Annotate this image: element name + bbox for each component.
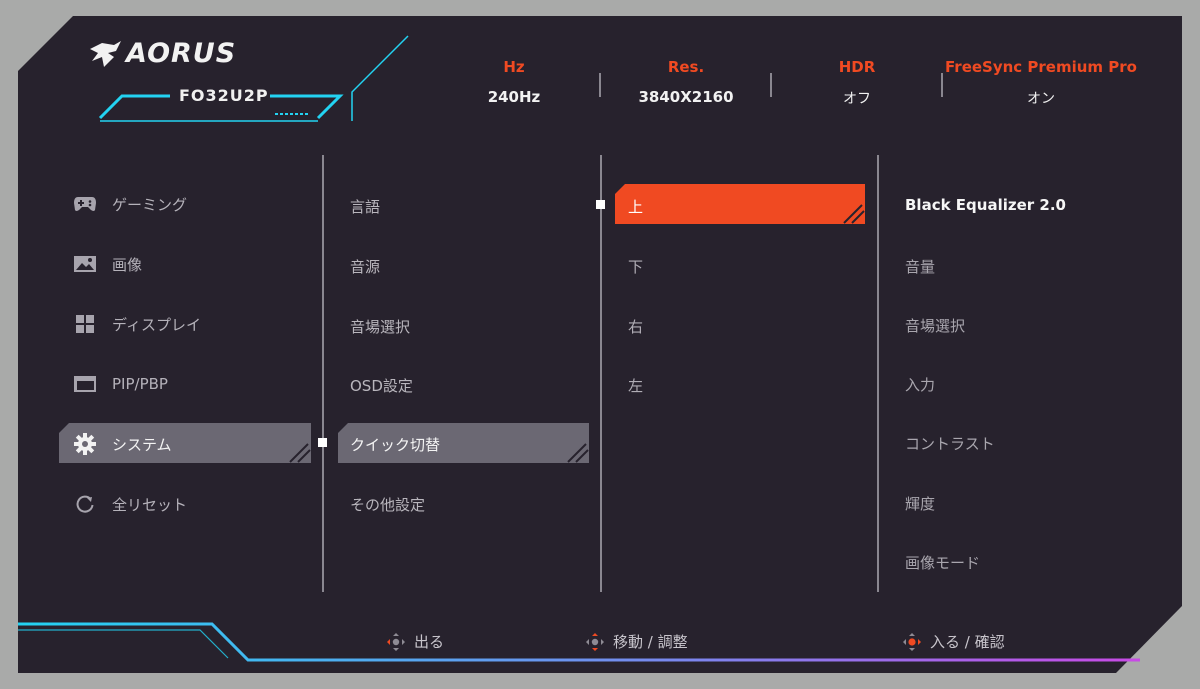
submenu-item-quick-switch[interactable]: クイック切替	[350, 436, 441, 454]
function-item-input[interactable]: 入力	[905, 376, 936, 394]
stat-value: 240Hz	[487, 88, 541, 106]
resolution-stat: Res. 3840X2160	[626, 58, 746, 106]
submenu-item-other-settings[interactable]: その他設定	[350, 496, 426, 514]
submenu-item-audio-source[interactable]: 音源	[350, 258, 381, 276]
menu-item-label: ディスプレイ	[112, 315, 201, 334]
function-item-sound-field[interactable]: 音場選択	[905, 317, 966, 335]
gear-icon	[72, 433, 98, 455]
footer-exit-label: 出る	[414, 633, 445, 651]
function-item-brightness[interactable]: 輝度	[905, 495, 936, 513]
column-divider	[322, 155, 324, 592]
function-item-contrast[interactable]: コントラスト	[905, 435, 995, 453]
refresh-rate-stat: Hz 240Hz	[464, 58, 564, 106]
selection-corner-mark	[567, 443, 589, 463]
menu-item-system[interactable]: システム	[72, 424, 172, 464]
main-menu-selection-bar	[59, 423, 311, 463]
stat-label: Hz	[503, 58, 525, 76]
function-item-volume[interactable]: 音量	[905, 258, 936, 276]
column-divider	[600, 155, 602, 592]
hdr-stat: HDR オフ	[817, 58, 897, 108]
aorus-logo: AORUS	[88, 38, 236, 69]
submenu-item-sound-field[interactable]: 音場選択	[350, 318, 411, 336]
eagle-icon	[90, 40, 121, 67]
direction-pointer-dot	[596, 200, 605, 209]
footer-move-hint: 移動 / 調整	[585, 631, 688, 652]
stat-value: 3840X2160	[638, 88, 734, 106]
stat-label: Res.	[667, 58, 705, 76]
reset-icon	[72, 493, 98, 515]
direction-selection-bar	[615, 184, 865, 224]
menu-item-label: システム	[112, 435, 172, 454]
function-item-picture-mode[interactable]: 画像モード	[905, 554, 981, 572]
submenu-item-osd-settings[interactable]: OSD設定	[350, 377, 413, 395]
menu-item-label: 全リセット	[112, 495, 188, 514]
footer-enter-label: 入る / 確認	[930, 633, 1005, 651]
display-grid-icon	[72, 313, 98, 335]
menu-item-gaming[interactable]: ゲーミング	[72, 184, 187, 224]
menu-item-label: PIP/PBP	[112, 375, 168, 393]
footer-enter-hint: 入る / 確認	[902, 631, 1005, 652]
logo-text: AORUS	[126, 38, 237, 69]
footer-exit-hint: 出る	[386, 631, 444, 652]
submenu-item-language[interactable]: 言語	[350, 198, 381, 216]
menu-item-label: 画像	[112, 255, 143, 274]
selection-corner-mark	[289, 443, 311, 463]
dpad-right-icon	[903, 632, 921, 651]
direction-item-up[interactable]: 上	[628, 198, 644, 216]
function-item-black-equalizer[interactable]: Black Equalizer 2.0	[905, 196, 1066, 214]
selection-corner-mark	[843, 204, 865, 224]
sub-menu-selection-bar	[338, 423, 589, 463]
freesync-stat: FreeSync Premium Pro オン	[941, 58, 1141, 108]
menu-item-label: ゲーミング	[112, 195, 188, 214]
footer-move-label: 移動 / 調整	[613, 633, 688, 651]
dpad-updown-icon	[586, 632, 604, 651]
pip-icon	[72, 373, 98, 395]
direction-item-left[interactable]: 左	[628, 377, 644, 395]
stat-value: オン	[1027, 91, 1055, 107]
dpad-left-icon	[387, 632, 405, 651]
stat-label: FreeSync Premium Pro	[945, 58, 1137, 76]
stat-label: HDR	[838, 58, 876, 76]
submenu-pointer-dot	[318, 438, 327, 447]
column-divider	[877, 155, 879, 592]
stat-value: オフ	[843, 91, 871, 107]
menu-item-display[interactable]: ディスプレイ	[72, 304, 201, 344]
menu-item-picture[interactable]: 画像	[72, 244, 142, 284]
direction-item-down[interactable]: 下	[628, 258, 644, 276]
menu-item-reset-all[interactable]: 全リセット	[72, 484, 187, 524]
menu-item-pip-pbp[interactable]: PIP/PBP	[72, 364, 168, 404]
gamepad-icon	[72, 193, 98, 215]
model-name: FO32U2P	[179, 86, 269, 105]
picture-icon	[72, 253, 98, 275]
direction-item-right[interactable]: 右	[628, 318, 644, 336]
